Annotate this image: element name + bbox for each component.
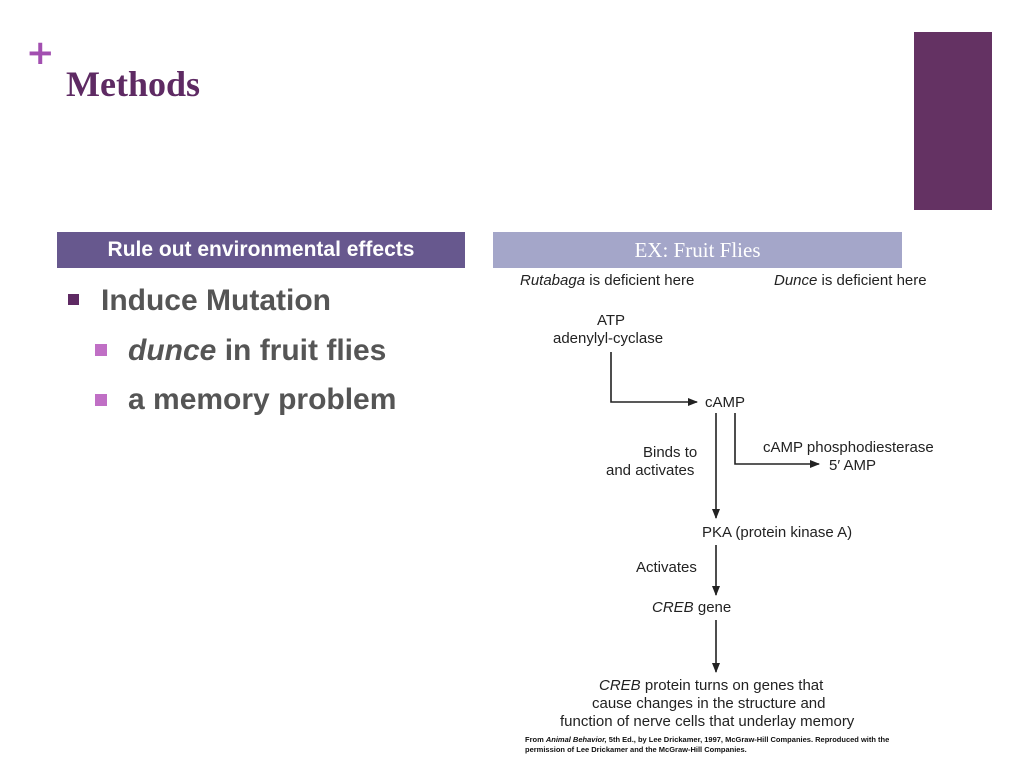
- binds-label-2: and activates: [606, 462, 695, 479]
- slide-title: Methods: [66, 64, 200, 104]
- arrow-camp-to-5amp: [734, 413, 820, 468]
- creb-protein-line3: function of nerve cells that underlay me…: [560, 713, 855, 730]
- pka-label: PKA (protein kinase A): [702, 524, 853, 541]
- plus-icon: +: [26, 33, 55, 73]
- sub-bullet-marker: [95, 394, 107, 406]
- pde-label: cAMP phosphodiesterase: [763, 439, 934, 456]
- amp-label: 5′ AMP: [829, 457, 876, 474]
- creb-gene-text: gene: [693, 599, 732, 616]
- rutabaga-label: Rutabaga is deficient here: [520, 272, 694, 290]
- bullet-marker: [68, 294, 79, 305]
- binds-label-1: Binds to: [643, 444, 698, 461]
- creb-protein-label: CREB protein turns on genes that: [599, 677, 823, 695]
- credit-line-2: permission of Lee Drickamer and the McGr…: [525, 745, 747, 754]
- sub-bullet-marker: [95, 344, 107, 356]
- camp-label: cAMP: [705, 394, 746, 411]
- right-column-header: EX: Fruit Flies: [493, 232, 902, 268]
- credit-pre: From: [525, 735, 546, 744]
- accent-block: [914, 32, 992, 210]
- sub-bullet-dunce: dunce in fruit flies: [128, 333, 386, 369]
- creb-italic: CREB: [652, 599, 694, 616]
- creb-protein-line2: cause changes in the structure and: [592, 695, 826, 712]
- credit-italic: Animal Behavior,: [545, 735, 607, 744]
- dunce-italic: Dunce: [774, 272, 818, 289]
- dunce-italic: dunce: [128, 334, 217, 367]
- rutabaga-italic: Rutabaga: [520, 272, 586, 289]
- dunce-label: Dunce is deficient here: [774, 272, 927, 290]
- sub-bullet-text: in fruit flies: [216, 334, 387, 367]
- left-column-header: Rule out environmental effects: [57, 232, 465, 268]
- atp-label: ATP: [597, 312, 626, 329]
- creb-italic: CREB: [599, 677, 641, 694]
- credit-line-1: From Animal Behavior, 5th Ed., by Lee Dr…: [525, 735, 889, 745]
- credit-post: 5th Ed., by Lee Drickamer, 1997, McGraw-…: [606, 735, 890, 744]
- creb-protein-text: protein turns on genes that: [640, 677, 824, 694]
- rutabaga-text: is deficient here: [585, 272, 695, 289]
- activates-label: Activates: [636, 559, 697, 576]
- dunce-text: is deficient here: [817, 272, 927, 289]
- adenylyl-label: adenylyl-cyclase: [553, 330, 664, 347]
- bullet-induce-mutation: Induce Mutation: [101, 284, 331, 317]
- sub-bullet-memory-problem: a memory problem: [128, 383, 397, 416]
- creb-gene-label: CREB gene: [652, 599, 731, 617]
- arrow-atp-to-camp: [610, 352, 698, 406]
